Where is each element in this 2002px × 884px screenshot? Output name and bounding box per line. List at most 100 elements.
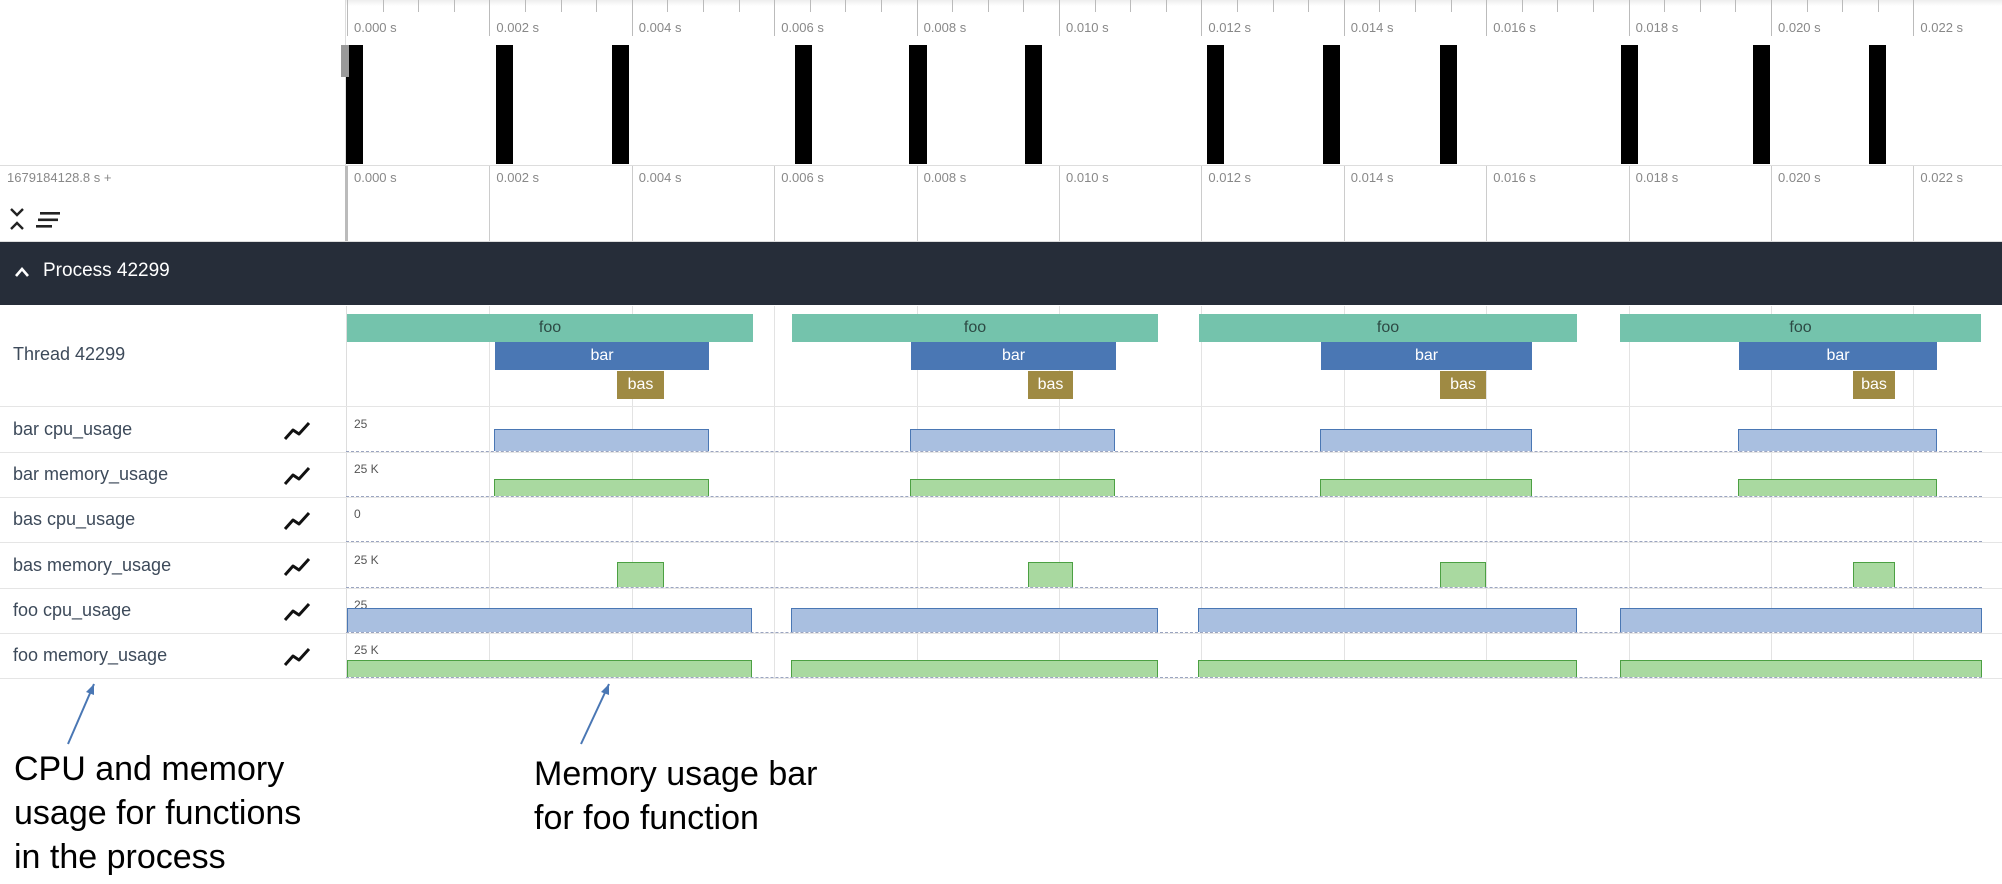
slice-foo[interactable]: foo xyxy=(1199,314,1577,342)
overview-minor-tick xyxy=(1699,0,1701,12)
overview-activity-marker xyxy=(1440,45,1457,164)
memory-usage-bar[interactable] xyxy=(910,479,1115,497)
time-axis-tick xyxy=(1486,166,1488,241)
overview-minor-tick xyxy=(1806,0,1808,12)
counter-label: bas memory_usage xyxy=(13,554,172,575)
cpu-usage-bar[interactable] xyxy=(494,429,709,451)
row-separator xyxy=(0,497,2002,499)
cpu-usage-bar[interactable] xyxy=(1198,607,1577,632)
trend-chart-icon[interactable] xyxy=(283,509,313,536)
overview-minor-tick xyxy=(596,0,598,12)
overview-drag-handle[interactable] xyxy=(341,45,349,77)
memory-usage-bar[interactable] xyxy=(1738,479,1937,497)
overview-minor-tick xyxy=(1877,0,1879,12)
memory-usage-bar[interactable] xyxy=(791,660,1158,677)
time-axis-tick xyxy=(1771,166,1772,241)
slice-bas[interactable]: bas xyxy=(1440,371,1486,399)
row-separator xyxy=(0,406,2002,407)
cpu-usage-bar[interactable] xyxy=(910,429,1115,451)
memory-usage-bar[interactable] xyxy=(1620,660,1982,677)
slice-bar[interactable]: bar xyxy=(1739,342,1937,370)
trend-chart-icon[interactable] xyxy=(283,555,313,582)
counter-scale: 25 xyxy=(354,417,368,431)
overview-minor-tick xyxy=(667,0,669,12)
overview-minor-tick xyxy=(1272,0,1274,12)
counter-label: bar memory_usage xyxy=(13,464,169,485)
overview-minor-tick xyxy=(1593,0,1594,12)
time-axis-label: 0.018 s xyxy=(1635,170,1679,185)
overview-time-label: 0.000 s xyxy=(354,20,397,35)
memory-usage-bar[interactable] xyxy=(1320,479,1532,497)
overview-minor-tick xyxy=(1842,0,1844,12)
slice-foo[interactable]: foo xyxy=(347,314,753,342)
cpu-usage-bar[interactable] xyxy=(1738,429,1937,451)
counter-baseline xyxy=(346,496,1982,498)
time-axis-label: 0.014 s xyxy=(1350,170,1394,185)
overview-time-label: 0.006 s xyxy=(781,20,824,35)
cpu-usage-bar[interactable] xyxy=(347,607,752,632)
cpu-usage-bar[interactable] xyxy=(791,607,1158,632)
chevron-up-icon[interactable] xyxy=(14,265,30,283)
time-axis-label: 0.012 s xyxy=(1208,170,1252,185)
slice-bar[interactable]: bar xyxy=(911,342,1116,370)
trend-chart-icon[interactable] xyxy=(283,464,313,491)
overview-minor-tick xyxy=(453,0,455,12)
overview-minor-tick xyxy=(1379,0,1381,12)
memory-usage-bar[interactable] xyxy=(1028,561,1073,587)
overview-time-label: 0.008 s xyxy=(923,20,967,35)
overview-activity-marker xyxy=(1869,45,1886,164)
row-separator xyxy=(0,452,2002,453)
collapse-all-icon[interactable] xyxy=(8,206,26,237)
time-axis-tick xyxy=(1059,166,1060,241)
time-axis-label: 0.020 s xyxy=(1778,170,1821,185)
overview-activity-marker xyxy=(1323,45,1340,164)
lines-menu-icon[interactable] xyxy=(36,210,62,235)
counter-baseline xyxy=(346,677,1982,678)
thread-label: Thread 42299 xyxy=(13,344,126,364)
slice-bar[interactable]: bar xyxy=(1321,342,1532,370)
slice-bas[interactable]: bas xyxy=(1853,371,1895,399)
memory-usage-bar[interactable] xyxy=(494,479,709,497)
overview-time-label: 0.004 s xyxy=(638,20,682,35)
slice-bar[interactable]: bar xyxy=(495,342,709,370)
time-offset-label: 1679184128.8 s + xyxy=(7,170,112,185)
time-axis-tick xyxy=(631,166,633,241)
memory-usage-bar[interactable] xyxy=(1853,561,1895,587)
memory-usage-bar[interactable] xyxy=(1198,660,1577,677)
slice-foo[interactable]: foo xyxy=(792,314,1158,342)
track-left-border xyxy=(346,306,347,678)
overview-activity-marker xyxy=(612,45,629,164)
slice-foo[interactable]: foo xyxy=(1620,314,1981,342)
overview-major-tick xyxy=(1913,0,1915,36)
time-axis-left-border xyxy=(345,166,348,241)
overview-minor-tick xyxy=(1557,0,1559,12)
overview-minor-tick xyxy=(987,0,989,12)
cpu-usage-bar[interactable] xyxy=(1620,607,1982,632)
overview-major-tick xyxy=(1486,0,1488,36)
time-axis[interactable] xyxy=(0,166,2002,242)
trend-chart-icon[interactable] xyxy=(283,419,313,446)
overview-minor-tick xyxy=(418,0,420,12)
counter-label: bas cpu_usage xyxy=(13,509,136,530)
annotation-foo-memory: Memory usage bar for foo function xyxy=(534,755,818,837)
memory-usage-bar[interactable] xyxy=(617,561,664,587)
gridline xyxy=(774,306,776,678)
overview-minor-tick xyxy=(845,0,847,12)
slice-bas[interactable]: bas xyxy=(1028,371,1073,399)
annotation-arrow-right xyxy=(580,683,610,745)
process-header[interactable] xyxy=(0,242,2002,305)
memory-usage-bar[interactable] xyxy=(347,660,752,677)
process-title: Process 42299 xyxy=(43,260,170,281)
gridline xyxy=(1201,306,1203,678)
timeline-overview[interactable] xyxy=(0,0,2002,166)
overview-minor-tick xyxy=(1450,0,1452,12)
trend-chart-icon[interactable] xyxy=(283,645,313,672)
trend-chart-icon[interactable] xyxy=(283,600,313,627)
memory-usage-bar[interactable] xyxy=(1440,561,1486,587)
counter-scale: 0 xyxy=(354,507,361,522)
overview-minor-tick xyxy=(1094,0,1096,12)
cpu-usage-bar[interactable] xyxy=(1320,429,1532,451)
overview-minor-tick xyxy=(1023,0,1025,12)
slice-bas[interactable]: bas xyxy=(617,371,664,399)
overview-time-label: 0.014 s xyxy=(1350,20,1394,35)
